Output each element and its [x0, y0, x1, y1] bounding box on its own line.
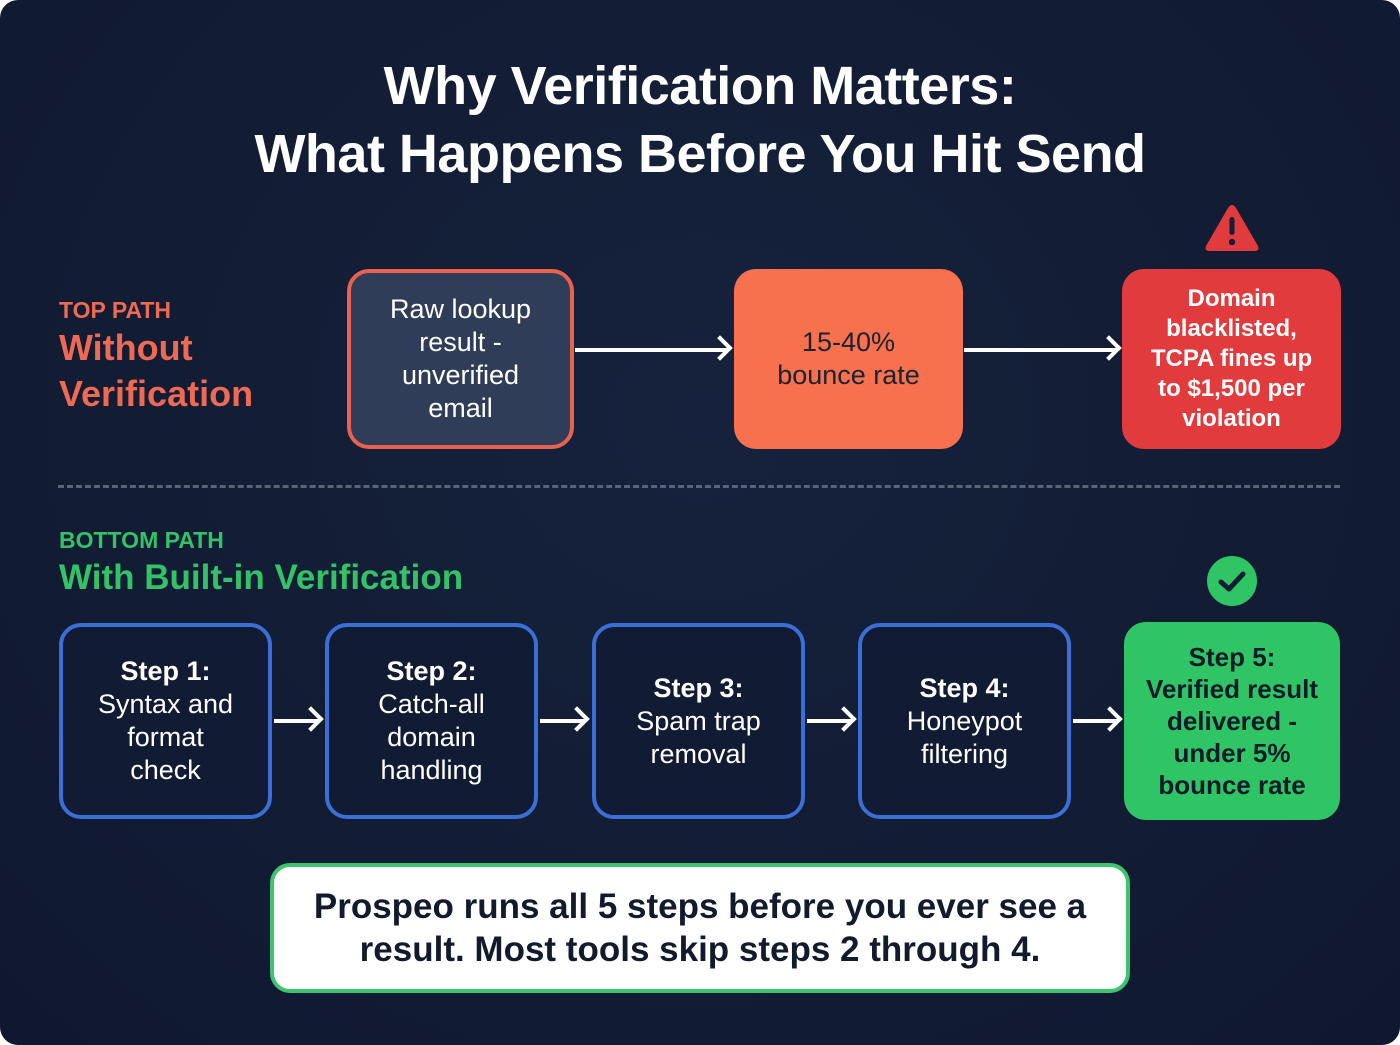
page-title: Why Verification Matters: What Happens B… [0, 52, 1400, 188]
node-text: 15-40% [801, 327, 896, 357]
node-text: violation [1182, 405, 1281, 432]
step-text: delivered - [1166, 706, 1298, 736]
step-2-node: Step 2: Catch-all domain handling [325, 623, 538, 819]
arrow-right-icon [1073, 719, 1117, 723]
step-text: under 5% [1173, 738, 1291, 768]
raw-lookup-node: Raw lookup result - unverified email [347, 269, 574, 449]
bounce-rate-node: 15-40% bounce rate [734, 269, 963, 449]
bottom-path-heading: With Built-in Verification [59, 558, 464, 597]
node-text: Domain [1187, 285, 1276, 312]
arrow-right-icon [964, 348, 1116, 352]
step-text: removal [650, 738, 747, 769]
callout-line-1: Prospeo runs all 5 steps before you ever… [313, 887, 1087, 926]
step-text: format [127, 722, 204, 752]
step-text: Catch-all [378, 689, 485, 719]
check-circle-icon [1207, 556, 1257, 606]
step-text: check [130, 755, 201, 785]
summary-callout: Prospeo runs all 5 steps before you ever… [270, 863, 1130, 993]
node-text: result - [419, 327, 502, 357]
step-label: Step 3: [653, 672, 744, 703]
arrow-right-icon [807, 719, 851, 723]
top-path-heading-line-1: Without [59, 327, 193, 368]
step-text: Honeypot [906, 705, 1023, 736]
top-path-heading-line-2: Verification [59, 373, 254, 414]
step-label: Step 5: [1188, 642, 1276, 672]
warning-icon [1205, 205, 1259, 251]
title-line-1: Why Verification Matters: [383, 56, 1017, 116]
step-1-node: Step 1: Syntax and format check [59, 623, 272, 819]
node-text: email [428, 393, 493, 423]
step-label: Step 2: [386, 656, 477, 686]
node-text: unverified [401, 360, 520, 390]
node-text: Raw lookup [389, 294, 532, 324]
top-path-kicker: TOP PATH [59, 297, 172, 323]
node-text: blacklisted, [1166, 315, 1297, 342]
step-label: Step 4: [919, 672, 1010, 703]
step-text: domain [387, 722, 476, 752]
node-text: TCPA fines up [1150, 345, 1313, 372]
blacklisted-node: Domain blacklisted, TCPA fines up to $1,… [1122, 269, 1341, 449]
node-text: to $1,500 per [1158, 375, 1305, 402]
step-4-node: Step 4: Honeypot filtering [858, 623, 1071, 819]
node-text: bounce rate [777, 360, 920, 390]
step-label: Step 1: [120, 656, 211, 686]
step-3-node: Step 3: Spam trap removal [592, 623, 805, 819]
step-text: Spam trap [636, 705, 761, 736]
step-5-node: Step 5: Verified result delivered - unde… [1124, 622, 1340, 820]
bottom-path-kicker: BOTTOM PATH [59, 527, 224, 553]
section-divider [58, 485, 1340, 488]
step-text: Syntax and [97, 689, 234, 719]
callout-line-2: result. Most tools skip steps 2 through … [359, 930, 1041, 969]
arrow-right-icon [540, 719, 584, 723]
step-text: bounce rate [1158, 770, 1306, 800]
top-path-heading: Without Verification [59, 325, 253, 417]
title-line-2: What Happens Before You Hit Send [254, 124, 1146, 184]
step-text: handling [380, 755, 483, 785]
step-text: Verified result [1146, 674, 1318, 704]
arrow-right-icon [575, 348, 727, 352]
step-text: filtering [920, 738, 1009, 769]
arrow-right-icon [274, 719, 318, 723]
